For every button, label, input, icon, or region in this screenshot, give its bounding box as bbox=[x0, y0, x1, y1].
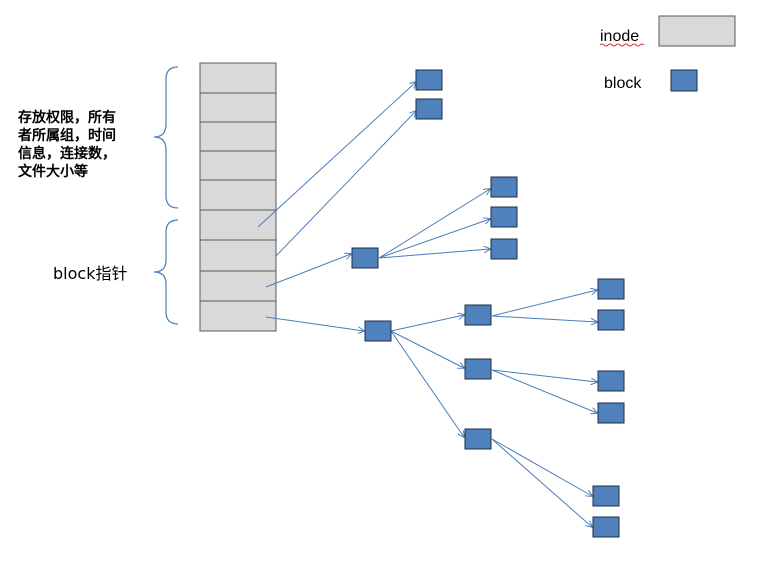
data-block bbox=[490, 238, 518, 260]
child-arrow bbox=[378, 219, 490, 259]
direct-pointer-arrow bbox=[275, 111, 416, 257]
metadata-label-line-2: 者所属组，时间 bbox=[18, 127, 116, 144]
metadata-label-line-4: 文件大小等 bbox=[18, 163, 88, 180]
child-arrow bbox=[491, 315, 597, 322]
metadata-brace bbox=[153, 66, 179, 209]
indirect-block bbox=[464, 304, 492, 326]
data-block bbox=[490, 176, 518, 198]
pointer-arrows bbox=[257, 82, 597, 527]
inode-cell bbox=[199, 121, 277, 152]
pointer-brace bbox=[153, 219, 179, 325]
child-arrow bbox=[491, 290, 597, 317]
child-arrow bbox=[491, 438, 592, 496]
indirect-block bbox=[464, 358, 492, 380]
data-block bbox=[597, 309, 625, 331]
child-arrow bbox=[390, 315, 464, 332]
legend: inode block bbox=[599, 15, 736, 92]
legend-block-swatch bbox=[670, 69, 698, 92]
double-indirect-block bbox=[364, 320, 392, 342]
inode-cell bbox=[199, 179, 277, 211]
data-block bbox=[592, 485, 620, 507]
data-block bbox=[490, 206, 518, 228]
data-block bbox=[597, 370, 625, 392]
child-arrow bbox=[390, 330, 464, 437]
legend-inode-label: inode bbox=[600, 28, 639, 45]
data-block bbox=[415, 69, 443, 91]
child-arrow bbox=[491, 369, 597, 382]
inode-pointer-cell bbox=[199, 209, 277, 241]
spellcheck-underline bbox=[599, 43, 645, 47]
double-indirect-pointer-arrow bbox=[265, 316, 364, 331]
inode-pointer-cell bbox=[199, 300, 277, 332]
indirect-block bbox=[351, 247, 379, 269]
inode-pointer-cell bbox=[199, 239, 277, 272]
legend-inode-swatch bbox=[658, 15, 736, 47]
child-arrow bbox=[390, 330, 464, 368]
metadata-label-line-3: 信息，连接数， bbox=[18, 145, 116, 162]
blocks bbox=[351, 69, 625, 538]
data-block bbox=[415, 98, 443, 120]
indirect-pointer-arrow bbox=[265, 254, 351, 288]
block-pointer-label: block指针 bbox=[53, 264, 127, 283]
metadata-label-line-1: 存放权限，所有 bbox=[18, 109, 116, 126]
child-arrow bbox=[378, 189, 490, 259]
data-block bbox=[592, 516, 620, 538]
child-arrow bbox=[378, 249, 490, 259]
indirect-block bbox=[464, 428, 492, 450]
inode-cell bbox=[199, 92, 277, 123]
child-arrow bbox=[491, 438, 592, 527]
inode-table bbox=[199, 62, 277, 332]
inode-pointer-cell bbox=[199, 270, 277, 302]
legend-block-label: block bbox=[604, 75, 642, 92]
metadata-label: 存放权限，所有 者所属组，时间 信息，连接数， 文件大小等 bbox=[18, 109, 116, 180]
inode-cell bbox=[199, 150, 277, 181]
data-block bbox=[597, 402, 625, 424]
child-arrow bbox=[491, 369, 597, 413]
inode-cell bbox=[199, 62, 277, 94]
direct-pointer-arrow bbox=[257, 82, 416, 228]
data-block bbox=[597, 278, 625, 300]
